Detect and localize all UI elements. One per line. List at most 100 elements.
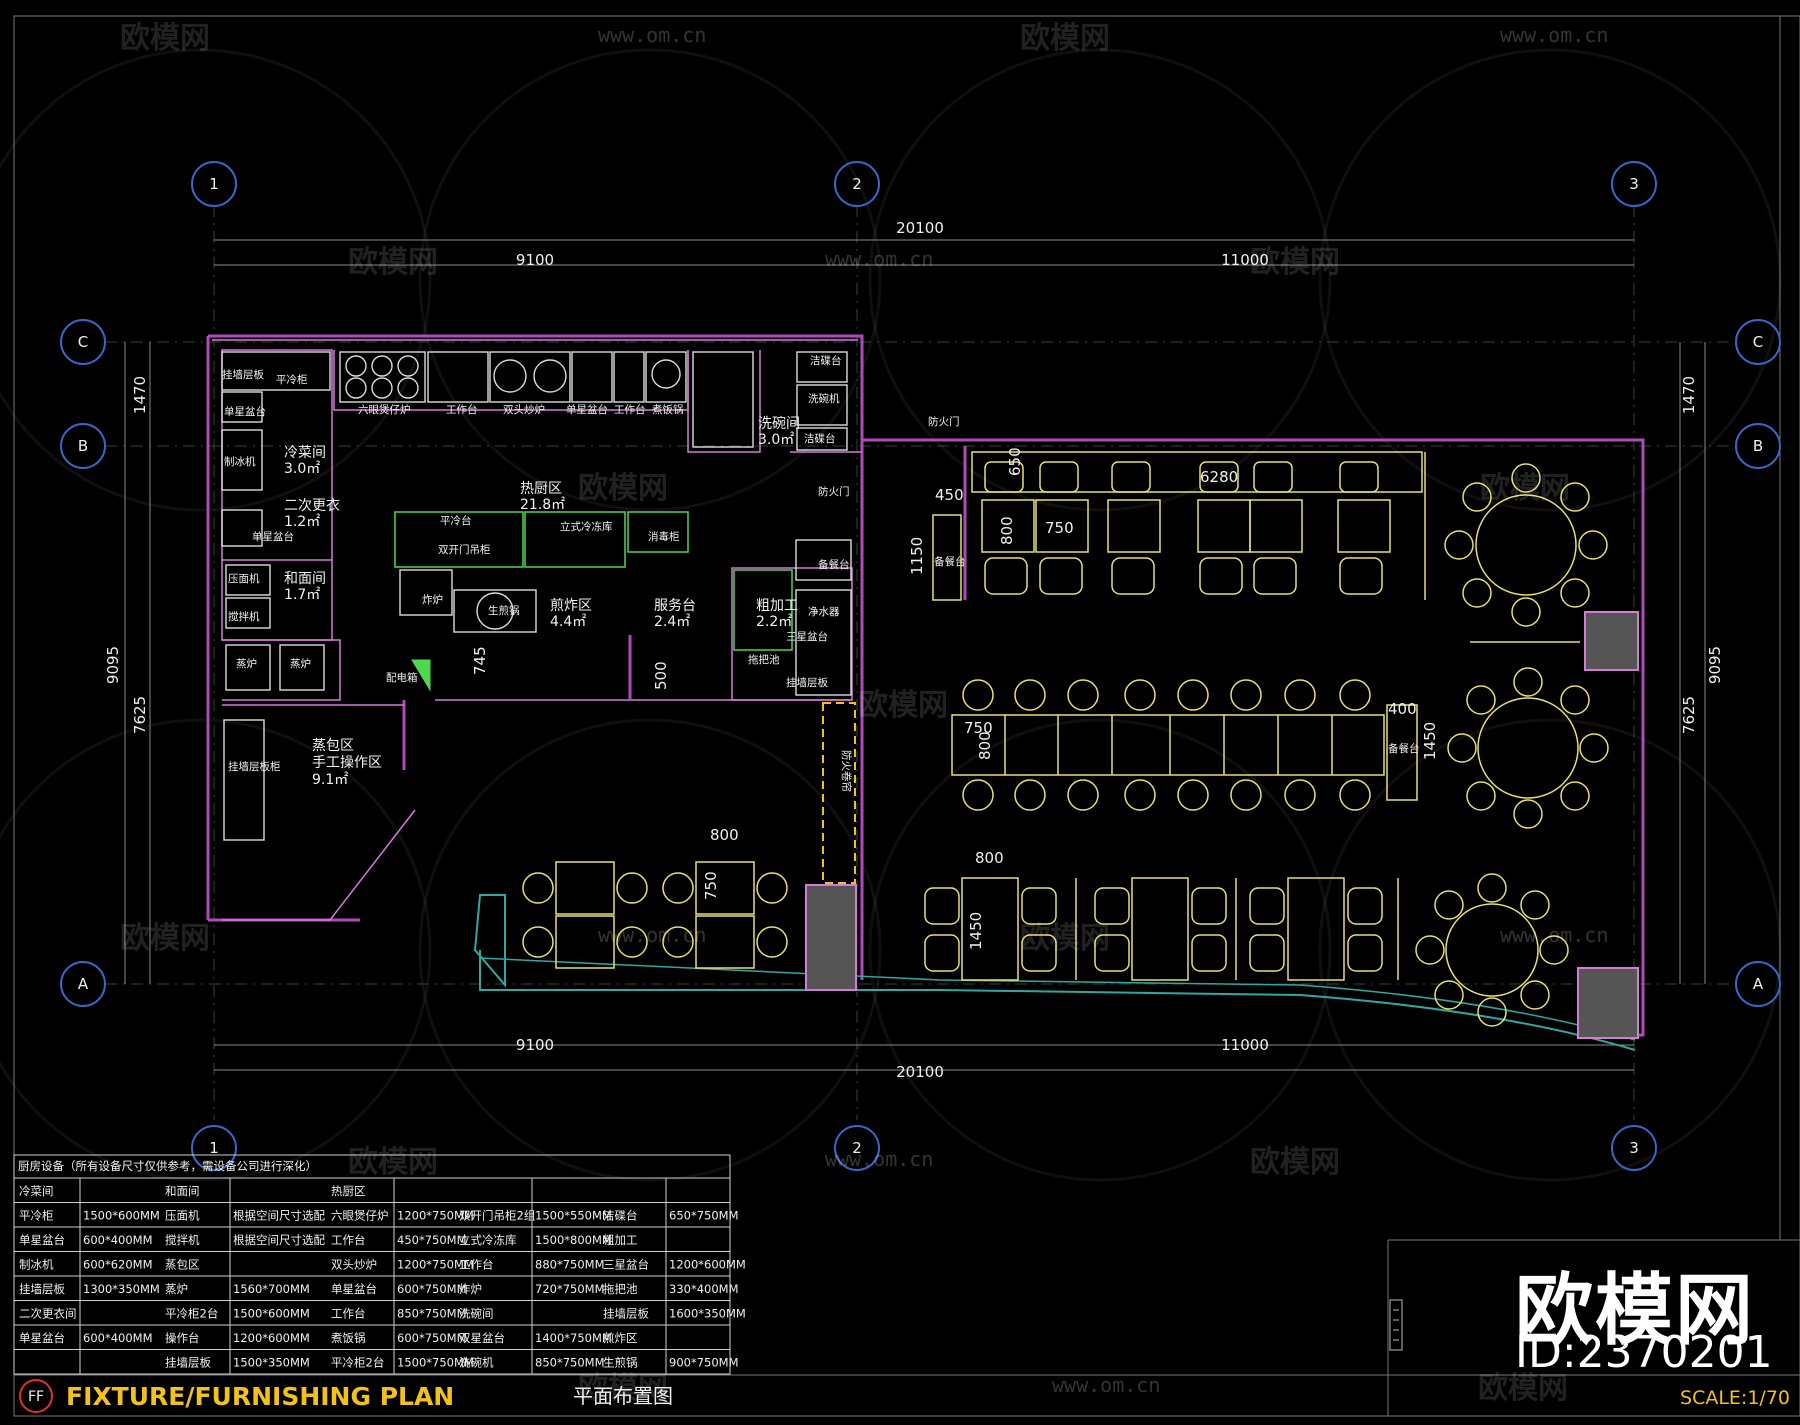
drawing-code: FF [28,1389,44,1405]
schedule-cell: 900*750MM [669,1356,739,1370]
dim-left-7625: 7625 [131,696,149,734]
room-fry-area: 4.4㎡ [550,614,586,630]
schedule-cell: 1500*550MM [535,1209,612,1223]
schedule-cell: 生煎锅 [603,1356,638,1370]
svg-text:800: 800 [710,826,739,844]
schedule-cell: 1600*350MM [669,1307,746,1321]
dim-seg1-bottom: 9100 [516,1036,554,1054]
watermark-circles [0,48,1782,1182]
svg-text:洗碗机: 洗碗机 [808,392,840,405]
schedule-cell: 双开门吊柜2组 [459,1209,536,1223]
svg-text:www.om.cn: www.om.cn [598,923,706,947]
room-service-area: 2.4㎡ [654,614,690,630]
dimension-lines [124,239,1706,1071]
svg-text:制冰机: 制冰机 [224,455,256,468]
schedule-cell: 三星盆台 [603,1258,649,1272]
grid-bubble-1-bottom: 1 [209,1139,219,1157]
grid-bubble-a-right: A [1753,975,1764,993]
schedule-cell: 单星盆台 [19,1233,65,1247]
schedule-cell: 单星盆台 [331,1282,377,1296]
grid-bubble-c-right: C [1753,333,1763,351]
grid-bubble-b-left: B [78,437,88,455]
schedule-cell: 600*620MM [83,1258,153,1272]
svg-text:400: 400 [1388,700,1417,718]
schedule-cell: 挂墙层板 [165,1356,211,1370]
label-fire-door-1: 防火门 [928,415,960,428]
svg-text:www.om.cn: www.om.cn [1500,923,1608,947]
round-table-1 [1444,463,1608,627]
svg-text:欧模网: 欧模网 [858,688,948,723]
svg-text:生煎锅: 生煎锅 [488,604,520,617]
svg-text:洁碟台: 洁碟台 [810,354,842,367]
schedule-cell: 洗碗间 [459,1307,494,1321]
schedule-frame [13,1154,731,1375]
svg-text:蒸炉: 蒸炉 [236,658,257,670]
schedule-cell: 六眼煲仔炉 [331,1209,389,1223]
schedule-cell: 洁碟台 [603,1209,638,1223]
svg-text:欧模网: 欧模网 [1478,1371,1568,1406]
svg-text:1150: 1150 [908,537,926,575]
svg-text:500: 500 [652,661,670,690]
svg-text:欧模网: 欧模网 [578,471,668,506]
schedule-cell: 1200*600MM [669,1258,746,1272]
schedule-cell: 1500*600MM [233,1307,310,1321]
svg-text:欧模网: 欧模网 [1480,471,1570,506]
room-cold: 冷菜间 [284,445,326,461]
fire-shutter-line [822,702,856,884]
schedule-cell: 双头炒炉 [331,1258,377,1272]
schedule-cell: 880*750MM [535,1258,605,1272]
top-booth-chairs [984,461,1383,595]
schedule-cell: 850*750MM [397,1307,467,1321]
schedule-cell: 450*750MM [397,1233,467,1247]
svg-text:双开门吊柜: 双开门吊柜 [438,543,491,556]
schedule-cell: 双星盆台 [459,1331,505,1345]
dim-right-7625: 7625 [1680,696,1698,734]
svg-text:挂墙层板: 挂墙层板 [222,368,264,381]
schedule-cell: 1500*750MM [397,1356,474,1370]
grid-bubble-3-bottom: 3 [1629,1139,1639,1157]
svg-text:单星盆台: 单星盆台 [252,530,294,543]
schedule-cell: 330*400MM [669,1282,739,1296]
room-hot-area: 21.8㎡ [520,497,565,513]
svg-text:净水器: 净水器 [808,605,840,618]
inner-dimensions: 6280 450 650 1150 800 750 745 500 750 80… [471,447,1439,950]
room-wash: 洗碗间 [758,416,800,432]
schedule-cell: 平冷柜 [19,1209,54,1223]
schedule-cell: 720*750MM [535,1282,605,1296]
title-block: FF FIXTURE/FURNISHING PLAN 平面布置图 SCALE:1… [19,1299,1790,1413]
schedule-cell: 1200*750MM [397,1209,474,1223]
label-fire-door-2: 防火门 [818,485,850,498]
schedule-cell: 工作台 [331,1233,366,1247]
schedule-cell: 1500*600MM [83,1209,160,1223]
schedule-cell: 蒸炉 [165,1282,188,1296]
room-dough: 和面间 [284,571,326,587]
schedule-cell: 1200*750MM [397,1258,474,1272]
watermark-id: ID:2370201 [1515,1327,1773,1378]
schedule-cell: 二次更衣间 [19,1307,77,1321]
schedule-cell: 1560*700MM [233,1282,310,1296]
svg-text:www.om.cn: www.om.cn [598,23,706,47]
schedule-header-cell: 冷菜间 [19,1184,54,1198]
svg-text:1450: 1450 [1421,722,1439,760]
schedule-cell: 600*400MM [83,1331,153,1345]
svg-text:工作台: 工作台 [614,403,646,416]
schedule-cell: 挂墙层板 [603,1307,649,1321]
schedule-cell: 600*750MM [397,1282,467,1296]
schedule-cell: 平冷柜2台 [331,1356,384,1370]
svg-text:六眼煲仔炉: 六眼煲仔炉 [358,403,411,416]
svg-text:洁碟台: 洁碟台 [804,432,836,445]
room-hot: 热厨区 [520,481,562,497]
svg-text:配电箱: 配电箱 [386,671,418,684]
schedule-cell: 制冰机 [19,1258,54,1272]
svg-text:欧模网: 欧模网 [1250,1145,1340,1180]
svg-text:750: 750 [964,719,993,737]
svg-text:立式冷冻库: 立式冷冻库 [560,520,613,533]
svg-text:挂墙层板: 挂墙层板 [786,676,828,689]
room-service: 服务台 [654,598,696,614]
schedule-cell: 1400*750MM [535,1331,612,1345]
svg-text:工作台: 工作台 [446,403,478,416]
schedule-cell: 1200*600MM [233,1331,310,1345]
long-table-chairs-bottom [962,779,1371,811]
svg-text:欧模网: 欧模网 [348,1145,438,1180]
